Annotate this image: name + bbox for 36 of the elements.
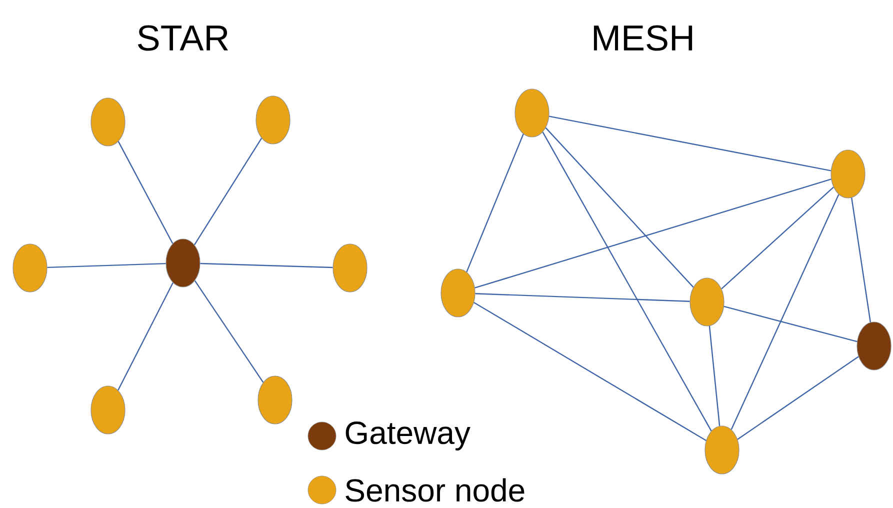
connection-line	[730, 194, 840, 430]
connection-line	[737, 356, 859, 440]
connection-line	[721, 186, 834, 290]
connection-line	[118, 282, 174, 391]
network-node	[440, 268, 476, 318]
connection-line	[724, 306, 858, 342]
network-node	[856, 322, 892, 370]
network-node	[12, 244, 48, 292]
legend-label: Gateway	[346, 422, 470, 450]
connection-line	[542, 132, 712, 432]
network-node	[704, 426, 740, 474]
connection-line	[47, 262, 166, 268]
network-node	[256, 96, 290, 144]
connection-line	[549, 116, 831, 172]
connection-line	[475, 293, 690, 302]
network-node	[690, 278, 724, 326]
network-node	[90, 386, 126, 434]
section-title: STAR	[138, 25, 228, 51]
network-node	[258, 376, 292, 424]
network-node	[514, 88, 550, 138]
connection-line	[474, 302, 706, 442]
connection-line	[466, 134, 524, 272]
connection-line	[118, 141, 174, 244]
connection-line	[194, 280, 264, 383]
connection-line	[708, 326, 720, 426]
section-title: MESH	[594, 25, 692, 51]
connection-line	[474, 178, 832, 288]
legend-label: Sensor node	[346, 478, 524, 502]
connection-line	[194, 138, 262, 246]
connection-line	[851, 198, 872, 322]
network-node	[830, 150, 866, 198]
network-node	[332, 244, 368, 292]
network-node	[166, 238, 200, 288]
connection-line	[545, 127, 694, 288]
connection-line	[200, 262, 333, 268]
network-node	[90, 98, 126, 146]
